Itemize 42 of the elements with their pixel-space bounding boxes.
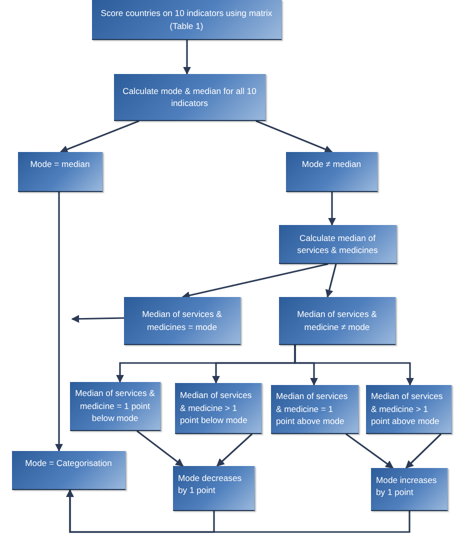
process-box: [124, 297, 241, 345]
arrow: [294, 345, 414, 386]
arrow: [216, 433, 253, 467]
box-label: Score countries on 10 indicators using matrix (Table 1): [100, 7, 274, 32]
arrow: [71, 314, 124, 323]
box-label: Median of services & medicine > 1 point above mode: [371, 390, 444, 428]
arrow: [346, 433, 394, 469]
box-label: Calculate mode & median for all 10 indicators: [122, 84, 258, 110]
box-label: Median of services & medicine = 1 point below mode: [75, 387, 155, 425]
process-box: [92, 0, 282, 40]
process-box: [271, 385, 359, 434]
process-box: [18, 152, 103, 192]
arrow: [60, 120, 140, 154]
process-box: [114, 74, 266, 121]
box-label: Median of services & medicine = 1 point above mode: [276, 390, 349, 428]
box-label: Mode increases by 1 point: [376, 474, 438, 499]
process-box: [371, 468, 448, 511]
box-label: Calculate median of services & medicines: [296, 232, 379, 256]
process-box: [70, 382, 161, 431]
box-label: Median of services & medicine > 1 point below mode: [180, 389, 253, 427]
arrow: [183, 40, 191, 75]
arrow: [405, 433, 442, 469]
box-label: Mode ≠ median: [300, 158, 362, 170]
process-box: [286, 152, 378, 192]
arrow: [182, 263, 328, 300]
arrow: [256, 120, 333, 153]
box-label: Mode decreases by 1 point: [178, 472, 243, 497]
process-box: [279, 297, 396, 345]
process-box: [173, 466, 255, 511]
process-box: [366, 385, 452, 434]
arrow: [66, 489, 410, 533]
box-label: Mode = Categorisation: [24, 457, 113, 470]
arrow: [55, 192, 63, 452]
box-label: Median of services & medicines = mode: [141, 308, 223, 333]
box-label: Median of services & medicine ≠ mode: [296, 308, 378, 333]
process-box: [175, 383, 262, 434]
process-box: [279, 225, 397, 264]
arrow: [328, 192, 336, 226]
arrow: [325, 264, 337, 298]
box-label: Mode = median: [29, 158, 91, 170]
arrow: [136, 430, 184, 467]
process-box: [12, 451, 126, 490]
